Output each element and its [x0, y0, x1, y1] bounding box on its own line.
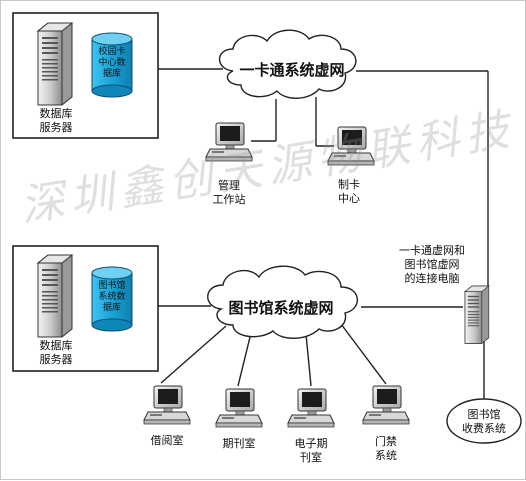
bottom-server-box — [12, 245, 159, 372]
card-center-workstation-icon — [327, 126, 375, 166]
top-server-box — [12, 12, 159, 139]
billing-system-node — [446, 398, 522, 444]
campus-card-network-label: 一卡通系统虚网 — [239, 61, 345, 79]
management-workstation-label: 管理 工作站 — [212, 179, 246, 206]
bottom-server-icon — [37, 254, 73, 338]
access-control-computer-icon — [362, 385, 410, 425]
reading-room-computer-icon — [143, 385, 191, 425]
library-network-label: 图书馆系统虚网 — [228, 299, 334, 317]
management-workstation-icon — [205, 122, 253, 162]
e-periodical-room-label: 电子期 刊室 — [294, 437, 328, 464]
periodical-room-computer-icon — [215, 388, 263, 428]
e-periodical-room-computer-icon — [287, 388, 335, 428]
bridge-computer-label: 一卡通虚网和 图书馆虚网 的连接电脑 — [399, 244, 465, 285]
bottom-database-icon — [91, 266, 133, 332]
campus-card-cloud-icon — [218, 29, 357, 99]
access-control-label: 门禁 系统 — [375, 435, 397, 462]
bottom-database-label: 图书馆 系统数 据库 — [98, 281, 126, 313]
reading-room-label: 借阅室 — [150, 434, 184, 447]
card-center-label: 制卡 中心 — [338, 178, 360, 205]
top-database-icon — [91, 32, 133, 98]
top-server-label: 数据库 服务器 — [39, 107, 73, 134]
top-server-icon — [37, 22, 73, 106]
top-database-label: 校园卡 中心数 据库 — [98, 47, 126, 79]
bottom-server-label: 数据库 服务器 — [39, 339, 73, 366]
connection-lines — [158, 68, 489, 399]
periodical-room-label: 期刊室 — [222, 437, 256, 450]
bridge-computer-icon — [464, 285, 490, 344]
library-cloud-icon — [207, 265, 358, 339]
billing-system-label: 图书馆 收费系统 — [462, 408, 506, 435]
